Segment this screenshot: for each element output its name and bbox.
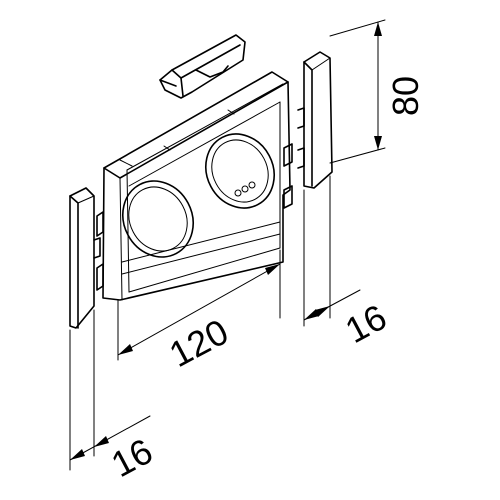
dimension-left-cap: 16 bbox=[69, 309, 160, 485]
dimension-right-cap: 16 bbox=[303, 175, 394, 351]
dimension-left-cap-label: 16 bbox=[105, 430, 160, 485]
dimension-height: 80 bbox=[329, 19, 426, 164]
socket-right bbox=[205, 133, 275, 209]
socket-left bbox=[122, 180, 194, 258]
top-clip bbox=[159, 34, 246, 99]
frame-side-clips bbox=[96, 143, 293, 291]
right-end-cap bbox=[297, 51, 333, 189]
left-end-cap bbox=[69, 187, 101, 329]
dimension-right-cap-label: 16 bbox=[339, 296, 394, 351]
indicator-dots bbox=[234, 181, 256, 197]
dimension-height-label: 80 bbox=[385, 76, 426, 116]
dimension-width-label: 120 bbox=[163, 311, 235, 375]
cover-frame bbox=[102, 71, 291, 301]
